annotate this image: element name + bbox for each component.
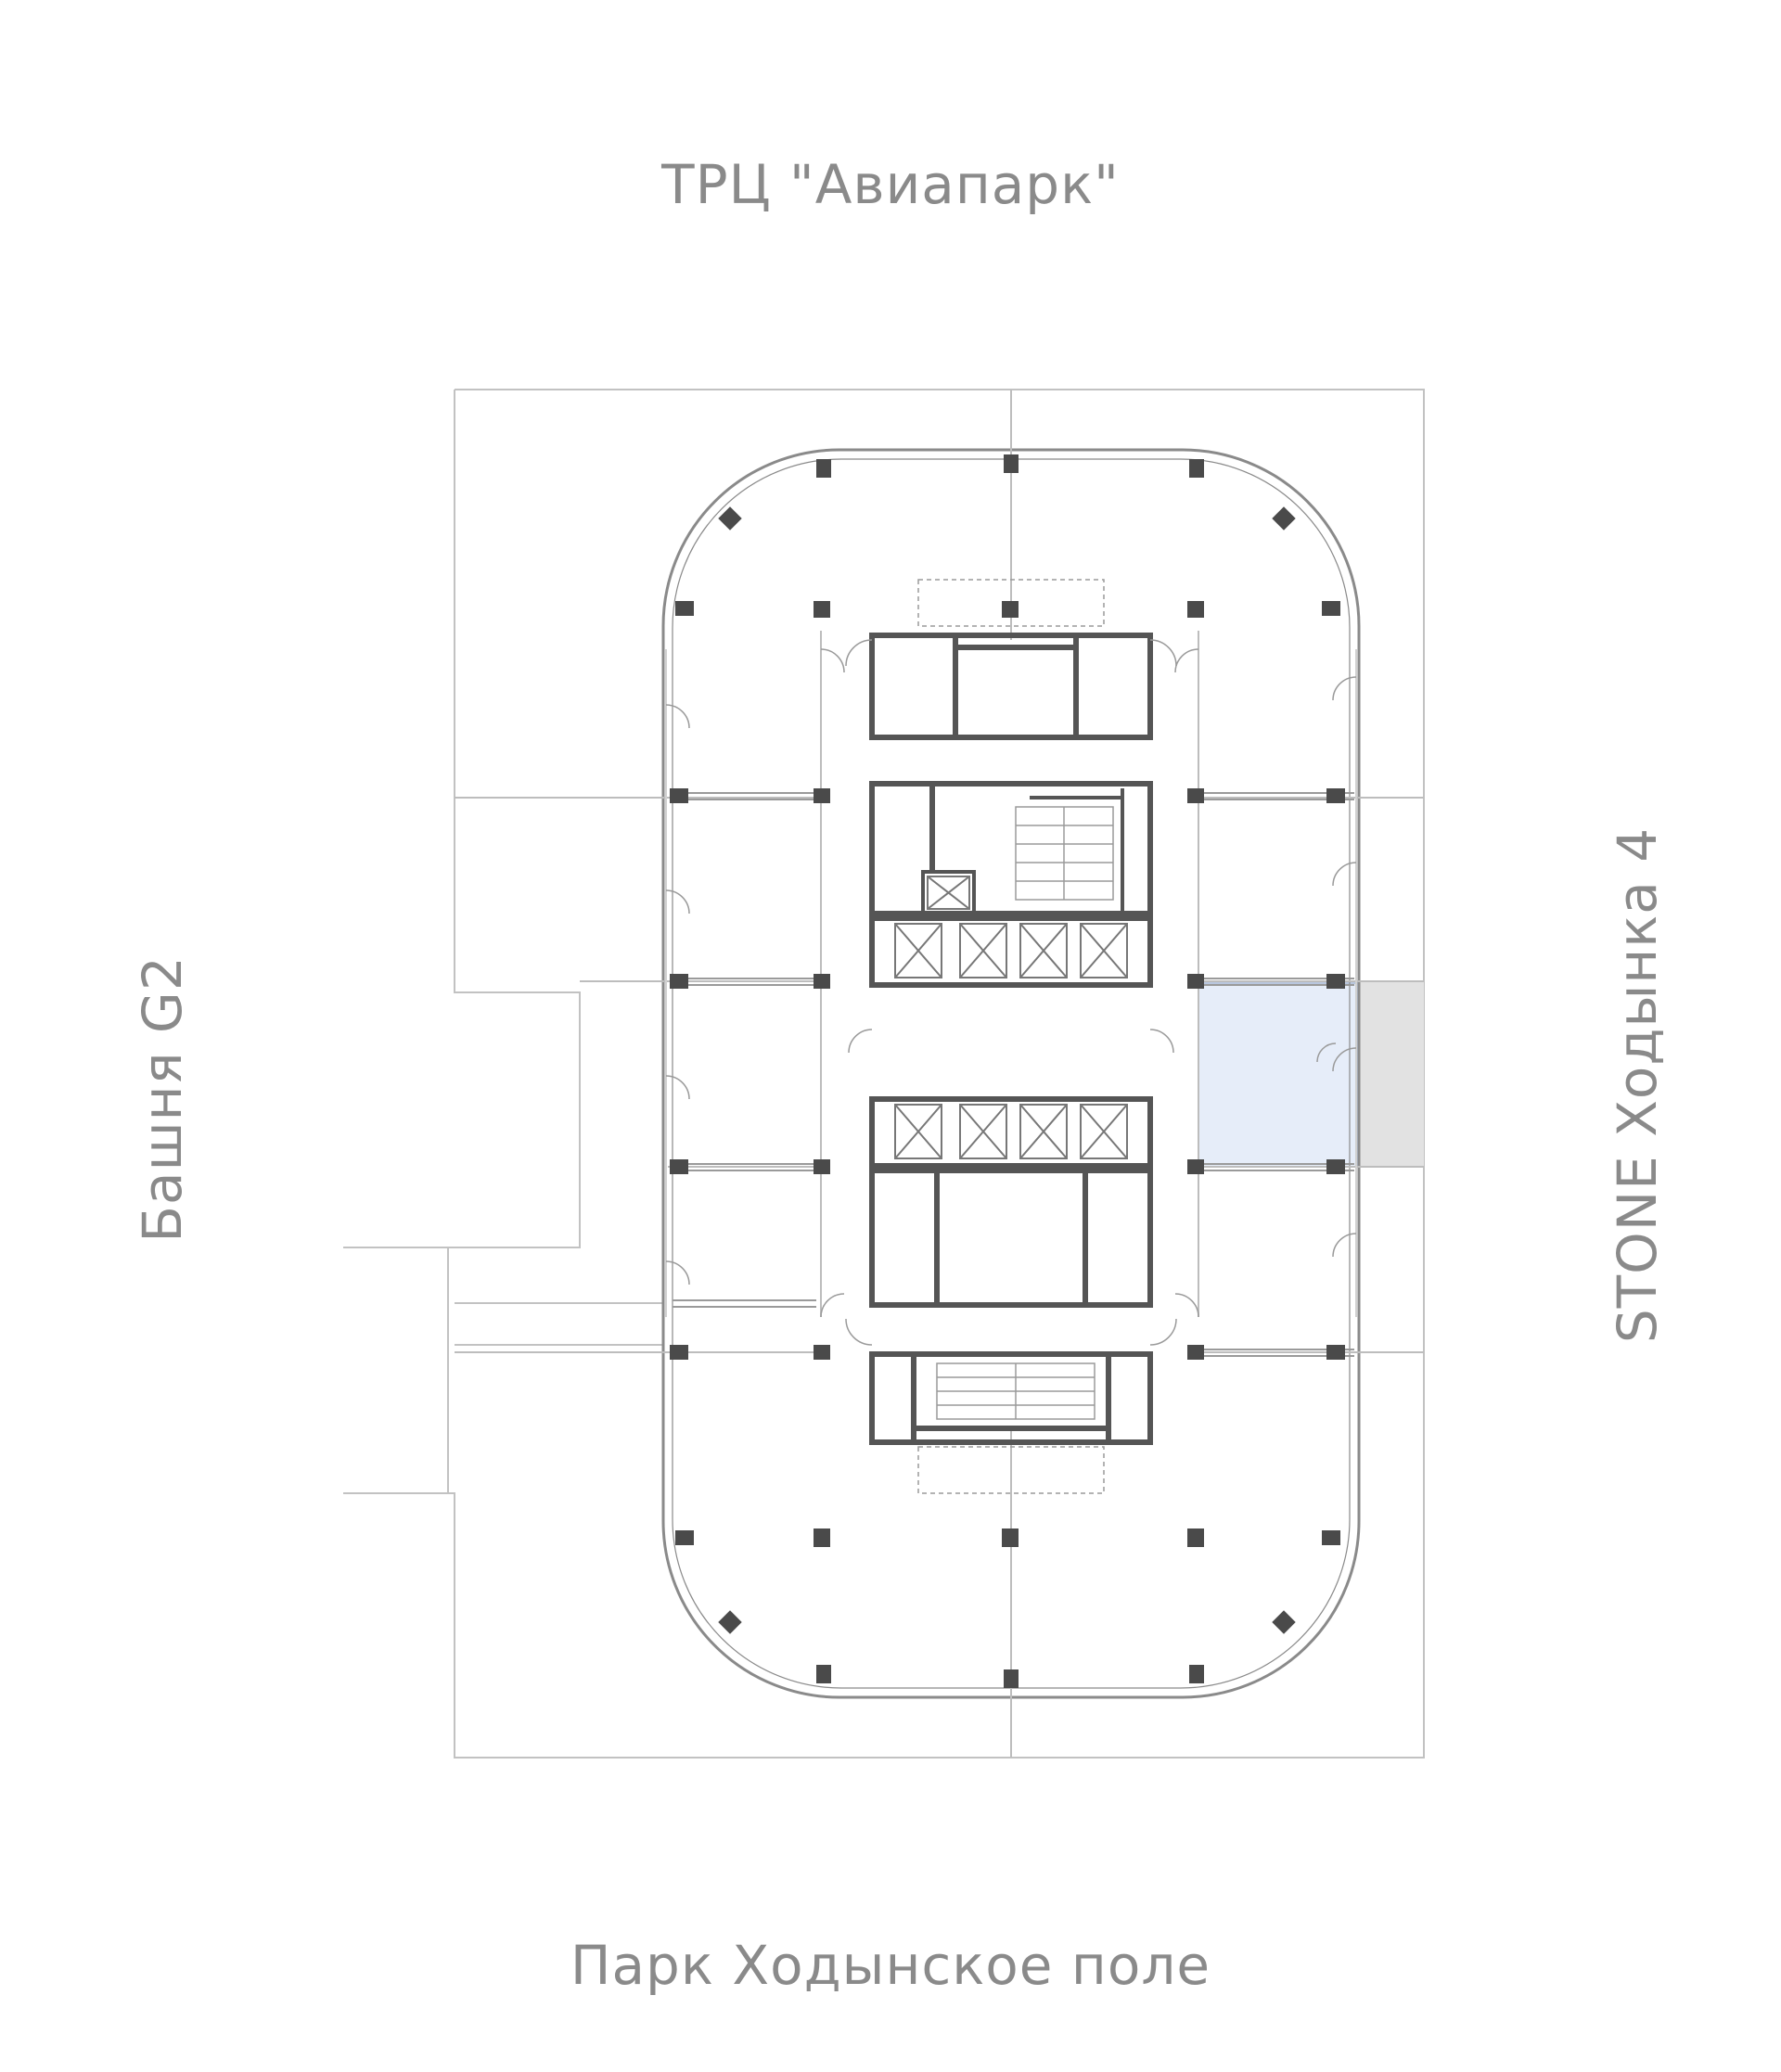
site-boundary: [343, 389, 1425, 1759]
highlighted-office-unit[interactable]: [1198, 982, 1359, 1168]
label-north-trc-aviapark: ТРЦ "Авиапарк": [661, 153, 1120, 216]
stairs: [917, 579, 1114, 1494]
building-core: [869, 633, 1153, 1445]
label-south-park: Парк Ходынское поле: [570, 1934, 1211, 1997]
adjacent-area: [1359, 981, 1424, 1167]
columns: [670, 454, 1345, 1688]
doors: [665, 639, 1357, 1346]
partition-lines: [455, 390, 1424, 1758]
elevators: [894, 876, 1128, 1159]
